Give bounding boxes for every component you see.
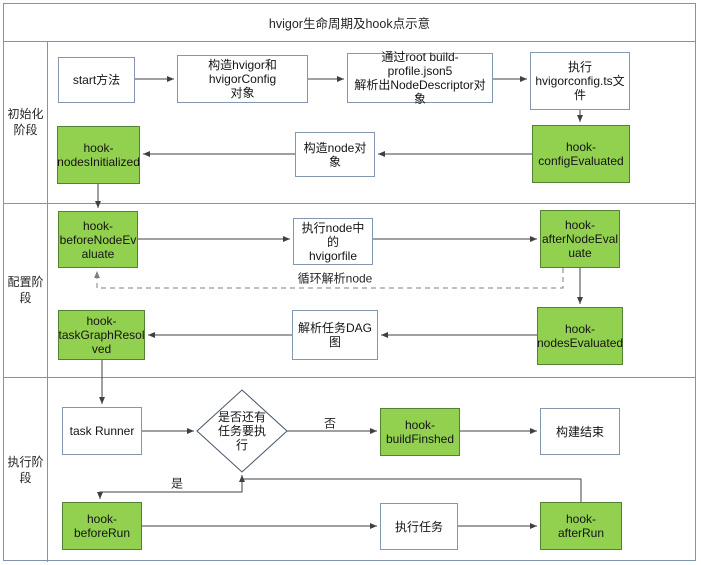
title-divider-line [3,41,696,42]
hook-task-graph-resolved: hook- taskGraphResol ved [58,310,145,360]
decision-has-tasks-text: 是否还有 任务要执 行 [217,410,266,452]
diagram-outer-border [3,3,696,561]
phase-divider-line-1 [3,203,696,204]
phase-label-configuration: 配置阶 段 [7,275,44,305]
hook-before-run: hook- beforeRun [62,502,142,550]
edge-label-no: 否 [323,416,337,431]
phase-divider-line-2 [3,377,696,378]
hook-nodes-initialized: hook- nodesInitialized [57,126,140,184]
node-parse-task-dag: 解析任务DAG图 [292,310,378,360]
diagram-title: hvigor生命周期及hook点示意 [268,16,431,31]
hook-config-evaluated: hook- configEvaluated [532,125,630,183]
edge-label-yes: 是 [170,476,184,491]
node-exec-hvigorfile: 执行node中的 hvigorfile [293,218,373,265]
phase-label-initialization: 初始化 阶段 [7,107,44,137]
edge-label-loop-parse-node: 循环解析node [297,271,373,286]
node-exec-hvigorconfig-ts: 执行 hvigorconfig.ts文 件 [530,52,630,110]
phase-label-execution: 执行阶 段 [7,455,44,485]
phase-label-column-divider [47,41,48,562]
hook-after-run: hook-afterRun [540,502,622,550]
node-build-hvigor-config: 构造hvigor和hvigorConfig 对象 [177,55,308,103]
hook-after-node-evaluate: hook- afterNodeEval uate [540,210,620,268]
node-build-node-object: 构造node对象 [295,132,375,177]
hook-before-node-evaluate: hook- beforeNodeEv aluate [58,211,138,268]
node-build-end: 构建结束 [540,408,620,455]
node-parse-root-build-profile: 通过root build-profile.json5 解析出NodeDescri… [347,50,493,106]
hook-build-finshed: hook- buildFinshed [380,408,460,456]
node-start-method: start方法 [58,57,135,103]
node-task-runner: task Runner [62,407,142,455]
node-exec-task: 执行任务 [380,503,458,550]
hook-nodes-evaluated: hook- nodesEvaluated [537,307,623,365]
